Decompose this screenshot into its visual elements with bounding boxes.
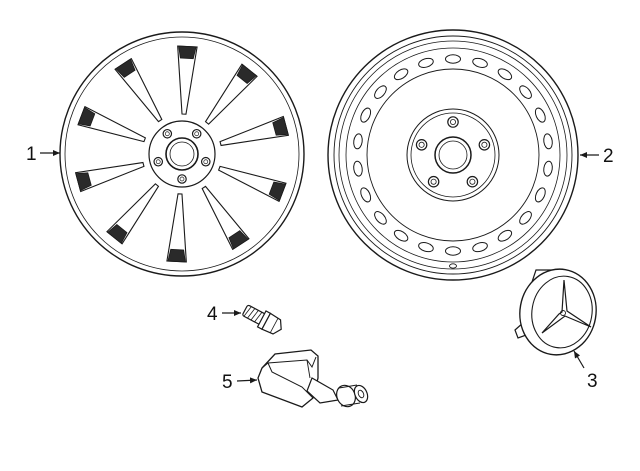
callout-number-5: 5 xyxy=(222,372,233,393)
callout-number-3: 3 xyxy=(587,371,598,392)
vent-slot xyxy=(534,107,546,123)
spoke xyxy=(219,115,290,147)
vent-slot xyxy=(497,229,513,242)
vent-slot xyxy=(519,85,532,99)
lug-hole-inner xyxy=(155,159,161,165)
spoke-window xyxy=(228,230,249,250)
callout-4: 4 xyxy=(207,304,241,325)
spoke-window xyxy=(167,248,186,263)
lug-hole-inner xyxy=(481,141,488,148)
callout-3: 3 xyxy=(573,350,598,392)
vent-slot xyxy=(534,187,546,203)
center-cap xyxy=(514,268,597,356)
spoke xyxy=(217,165,287,203)
alloy-wheel xyxy=(59,31,305,277)
vent-slot xyxy=(418,57,434,68)
vent-slot xyxy=(418,242,434,253)
lug-hole xyxy=(191,128,202,139)
wheel-spokes xyxy=(74,45,290,263)
lug-hole-inner xyxy=(164,131,170,137)
vent-slot xyxy=(543,160,553,177)
vent-slot xyxy=(519,211,532,225)
lug-hole xyxy=(162,128,173,139)
lug-hole-inner xyxy=(418,141,425,148)
leader-arrow xyxy=(573,350,585,369)
callout-number-2: 2 xyxy=(603,146,614,167)
spoke xyxy=(74,161,145,193)
spoke-window xyxy=(178,45,197,60)
wheel-bolt xyxy=(242,304,282,335)
spoke xyxy=(77,105,147,143)
spoke-window xyxy=(272,116,289,136)
callout-number-1: 1 xyxy=(26,144,37,165)
spoke xyxy=(177,45,198,115)
vent-slot xyxy=(497,68,513,81)
lug-hole xyxy=(478,139,491,151)
spoke-window xyxy=(77,106,96,127)
vent-slot xyxy=(374,211,387,225)
vent-slot xyxy=(374,85,387,99)
lug-hole xyxy=(466,175,479,188)
callout-number-4: 4 xyxy=(207,304,218,325)
vent-slot xyxy=(393,68,409,81)
spoke-window xyxy=(75,172,92,192)
vent-slot xyxy=(445,246,461,256)
lug-hole xyxy=(153,156,164,167)
spoke-window xyxy=(268,181,287,202)
vent-slot xyxy=(393,229,409,242)
lug-hole xyxy=(200,156,211,167)
vent-slot xyxy=(353,160,363,177)
vent-slot xyxy=(472,57,488,68)
lug-hole-inner xyxy=(469,178,476,185)
lug-holes xyxy=(415,116,491,188)
lug-hole-inner xyxy=(430,178,437,185)
lug-hole xyxy=(177,174,187,184)
vent-slot xyxy=(360,187,372,203)
callout-2: 2 xyxy=(580,146,614,167)
lug-hole xyxy=(447,116,459,128)
callout-1: 1 xyxy=(26,144,60,165)
vent-slot xyxy=(353,133,363,150)
lug-hole xyxy=(427,175,440,188)
spoke-window xyxy=(236,64,257,85)
spoke-window xyxy=(115,58,136,78)
lug-holes xyxy=(153,128,211,184)
callout-5: 5 xyxy=(222,372,258,393)
vent-slot xyxy=(543,133,553,150)
vent-slot xyxy=(472,242,488,253)
steel-spare-wheel xyxy=(327,29,579,281)
lug-hole-inner xyxy=(449,119,456,126)
lug-hole-inner xyxy=(194,131,200,137)
tpms-sensor xyxy=(257,349,369,408)
vent-slot xyxy=(445,54,461,64)
spoke-window xyxy=(107,223,128,244)
lug-hole-inner xyxy=(179,176,185,182)
leader-arrow xyxy=(236,377,258,384)
spoke xyxy=(166,193,187,263)
vent-slot xyxy=(360,107,372,123)
lug-hole xyxy=(415,139,428,151)
lug-hole-inner xyxy=(203,159,209,165)
vent-slots xyxy=(353,54,553,256)
